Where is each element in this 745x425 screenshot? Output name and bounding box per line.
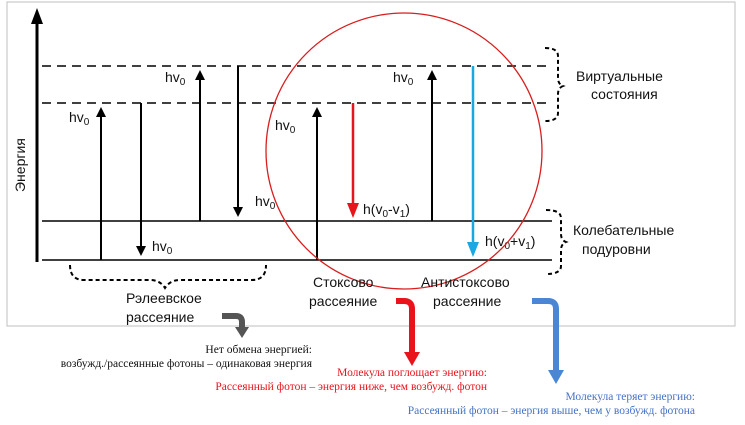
energy-axis-arrowhead	[31, 8, 43, 24]
antistokes-emission-label: h(v0+v1)	[485, 233, 535, 252]
stokes-label-1: Стоксово	[313, 274, 374, 290]
photon-label-hv0: hv0	[165, 69, 186, 88]
rayleigh-note-1: Нет обмена энергией:	[205, 344, 312, 356]
rayleigh-label-2: рассеяние	[126, 309, 194, 325]
antistokes-label-1: Антистоксово	[421, 274, 510, 290]
antistokes-hook-arrow	[532, 298, 559, 372]
photon-label-hv0: hv0	[255, 193, 276, 212]
highlight-circle	[265, 12, 543, 290]
rayleigh-bracket	[69, 264, 267, 290]
photon-label-hv0: hv0	[393, 69, 414, 88]
antistokes-label-2: рассеяние	[433, 293, 501, 309]
virtual-states-label-1: Виртуальные	[576, 68, 663, 84]
stokes-note-1: Молекула поглощает энергию:	[337, 367, 487, 379]
photon-label-hv0: hv0	[152, 238, 173, 257]
stokes-emission-label: h(v0-v1)	[363, 201, 410, 220]
vibrational-sublevels-bracket	[545, 209, 569, 275]
stokes-hook-arrowhead	[404, 352, 420, 366]
stokes-emission-arrowhead	[347, 203, 359, 218]
rayleigh-hook-arrow	[222, 313, 245, 328]
stokes-label-2: рассеяние	[309, 293, 377, 309]
vibrational-sublevels-label-2: подуровни	[582, 241, 651, 257]
vibrational-sublevels-label-1: Колебательные	[573, 222, 674, 238]
stokes-note-2: Рассеянный фотон – энергия ниже, чем воз…	[215, 381, 487, 393]
virtual-states-label-2: состояния	[591, 86, 658, 102]
stokes-hook-arrow	[396, 298, 415, 354]
photon-label-hv0: hv0	[69, 109, 90, 128]
energy-axis-label: Энергия	[12, 138, 28, 192]
diagram-frame	[6, 1, 736, 327]
antistokes-emission-arrowhead	[467, 242, 479, 257]
antistokes-note-2: Рассеянный фотон – энергия выше, чем у в…	[408, 405, 695, 417]
rayleigh-note-2: возбужд./рассеянные фотоны – одинаковая …	[61, 358, 313, 370]
photon-label-hv0: hv0	[275, 117, 296, 136]
rayleigh-hook-arrowhead	[235, 327, 249, 338]
antistokes-hook-arrowhead	[548, 370, 564, 384]
virtual-states-bracket	[544, 47, 566, 122]
antistokes-note-1: Молекула теряет энергию:	[565, 391, 695, 403]
rayleigh-label-1: Рэлеевское	[126, 290, 202, 306]
